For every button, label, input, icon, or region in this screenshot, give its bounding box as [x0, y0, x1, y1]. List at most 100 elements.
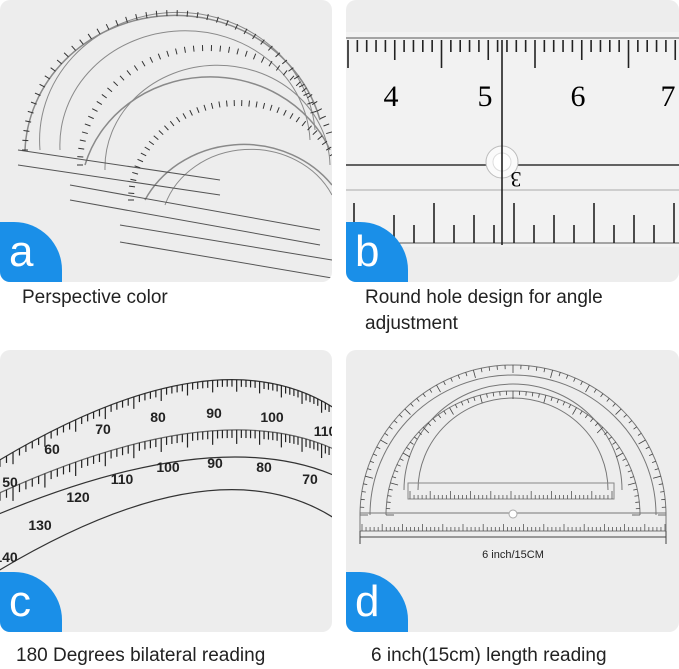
degree-tick	[436, 384, 441, 393]
degree-tick	[473, 396, 476, 401]
arc-tick	[269, 104, 273, 111]
arc-tick	[226, 100, 228, 107]
degree-tick	[658, 483, 663, 486]
arc-tick	[144, 146, 151, 151]
outer-label-90: 90	[206, 405, 222, 421]
degree-tick	[365, 475, 374, 479]
arc-tick	[255, 101, 258, 108]
degree-tick	[393, 420, 398, 424]
arc-tick	[260, 39, 265, 45]
arc-tick	[105, 23, 110, 30]
arc-tick	[301, 87, 307, 93]
degree-tick	[454, 404, 458, 409]
arc-tick	[153, 135, 159, 140]
degree-tick	[648, 453, 653, 456]
degree-tick	[580, 381, 583, 386]
ruler-number-6: 6	[571, 80, 586, 113]
degree-tick	[429, 388, 433, 393]
arc-tick	[268, 60, 273, 67]
degree-tick	[654, 468, 659, 471]
arc-tick	[158, 130, 164, 136]
arc-tick	[157, 53, 162, 60]
degree-tick	[543, 368, 546, 373]
arc-tick	[225, 20, 229, 26]
degree-tick	[443, 381, 446, 386]
arc-tick	[79, 139, 86, 142]
arc-tick	[216, 16, 219, 23]
degree-tick	[538, 393, 540, 398]
arc-tick	[145, 12, 148, 19]
arc-tick	[27, 110, 34, 114]
arc-tick	[267, 45, 273, 51]
arc-tick	[125, 16, 128, 23]
arc-tick	[234, 23, 239, 30]
degree-tick	[450, 377, 453, 382]
degree-tick	[392, 476, 397, 479]
degree-tick	[465, 372, 468, 377]
arc-tick	[71, 45, 77, 51]
arc-tick	[183, 46, 186, 53]
arc-tick	[169, 120, 175, 127]
arc-tick	[130, 178, 137, 181]
degree-tick	[645, 446, 650, 450]
ruler-number-5: 5	[478, 80, 493, 113]
arc-tick	[81, 131, 88, 135]
stacked-protractors-illustration	[17, 10, 332, 279]
degree-tick	[414, 436, 418, 440]
arc-tick	[252, 33, 257, 40]
arc-tick	[252, 53, 257, 60]
arc-tick	[129, 185, 136, 188]
arc-tick	[275, 65, 281, 71]
degree-tick	[622, 458, 627, 461]
caption-a: Perspective color	[22, 287, 168, 308]
arc-tick	[175, 48, 178, 55]
arc-tick	[312, 130, 318, 136]
degree-tick	[473, 370, 476, 378]
arc-tick	[282, 70, 288, 76]
arc-tick	[141, 60, 146, 67]
arc-tick	[107, 87, 113, 93]
outer-label-70: 70	[95, 421, 111, 437]
degree-tick	[410, 403, 414, 407]
arc-tick	[63, 52, 69, 58]
arc-tick	[126, 70, 132, 76]
arc-tick	[321, 140, 328, 146]
degree-tick	[633, 426, 638, 430]
arc-tick	[23, 130, 30, 132]
degree-tick	[535, 366, 538, 371]
arc-tick	[283, 109, 287, 116]
degree-tick	[612, 441, 616, 445]
degree-tick	[479, 395, 483, 404]
arc-tick	[84, 123, 91, 127]
arc-tick	[134, 165, 141, 169]
arc-tick	[289, 75, 295, 81]
degree-tick	[585, 384, 590, 393]
degree-tick	[615, 452, 624, 458]
degree-tick	[652, 475, 661, 479]
degree-tick	[651, 460, 656, 464]
degree-tick	[566, 374, 569, 379]
degree-tick	[361, 491, 366, 493]
arc-tick	[182, 113, 187, 119]
outer-label-110: 110	[314, 423, 332, 439]
degree-tick	[637, 432, 642, 436]
degree-tick	[573, 377, 576, 382]
degree-tick	[438, 414, 442, 419]
degree-tick	[367, 468, 372, 471]
protractor-closeup-illustration: 50 60 70 80 90 100 110 140 130 120 110 1…	[0, 379, 332, 571]
arc-tick	[295, 81, 301, 87]
arc-tick	[329, 154, 332, 157]
degree-tick	[572, 407, 577, 415]
arc-tick	[189, 109, 193, 116]
degree-tick	[396, 464, 401, 467]
arc-tick	[50, 67, 56, 72]
degree-tick	[380, 439, 388, 445]
arc-tick	[311, 100, 318, 106]
arc-tick	[243, 28, 248, 35]
panel-a-image: a	[0, 0, 332, 282]
arc-tick	[186, 10, 189, 17]
arc-tick	[196, 107, 200, 114]
arc-tick	[39, 83, 46, 88]
degree-tick	[590, 418, 594, 422]
degree-tick	[410, 441, 414, 445]
